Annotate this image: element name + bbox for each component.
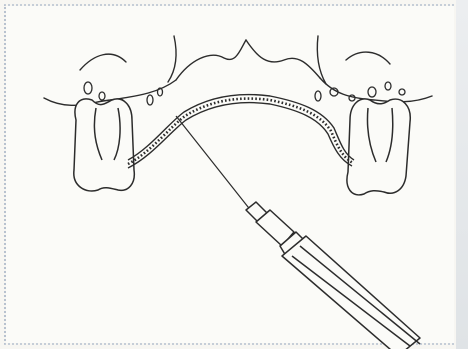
- right-molar: [347, 99, 410, 195]
- left-molar: [74, 99, 135, 191]
